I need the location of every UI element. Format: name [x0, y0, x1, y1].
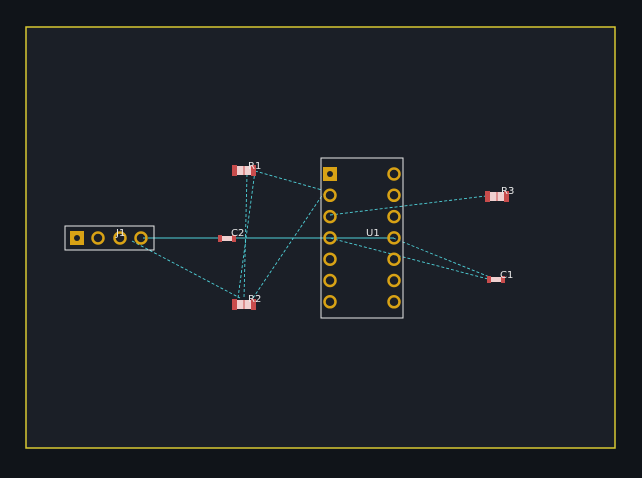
j1-pad-2[interactable] [91, 231, 105, 245]
u1-pad-7[interactable] [323, 295, 337, 309]
u1-silkscreen-outline [320, 157, 404, 319]
component-c2[interactable]: C2 [218, 228, 244, 242]
c1-pad-left[interactable] [487, 276, 491, 283]
r3-pad-right[interactable] [504, 191, 509, 202]
ratsnest-line [254, 170, 323, 191]
c2-ref-label: C2 [231, 228, 244, 239]
component-u1[interactable]: U1 [320, 157, 404, 319]
c2-body [222, 236, 232, 241]
component-j1[interactable]: J1 [64, 225, 155, 251]
r3-ref-label: R3 [501, 186, 514, 197]
u1-pad-3[interactable] [323, 209, 337, 224]
ratsnest-line [329, 195, 487, 216]
component-r3[interactable]: R3 [485, 186, 514, 202]
j1-pad-3[interactable] [113, 231, 127, 245]
u1-pad-1-hole [327, 171, 333, 177]
r1-pad-left[interactable] [232, 165, 237, 176]
u1-pad-14[interactable] [387, 167, 401, 181]
u1-pad-10[interactable] [387, 252, 401, 266]
j1-pad-1-hole [74, 235, 80, 241]
component-c1[interactable]: C1 [487, 270, 513, 283]
j1-ref-label: J1 [115, 228, 125, 239]
ratsnest-line [392, 237, 493, 279]
u1-pad-9[interactable] [387, 273, 401, 288]
component-r2[interactable]: R2 [232, 294, 261, 310]
r1-pad-right[interactable] [251, 165, 256, 176]
r2-pad-right[interactable] [251, 299, 256, 310]
c2-pad-right[interactable] [232, 235, 236, 242]
r2-ref-label: R2 [248, 294, 261, 305]
u1-pad-13[interactable] [387, 188, 401, 203]
c1-body [491, 277, 501, 282]
u1-pad-11[interactable] [387, 231, 401, 245]
c1-pad-right[interactable] [501, 276, 505, 283]
u1-pads-left [323, 188, 337, 309]
r2-pad-left[interactable] [232, 299, 237, 310]
c2-pad-left[interactable] [218, 235, 222, 242]
ratsnest-line [252, 193, 324, 299]
c1-ref-label: C1 [500, 270, 513, 281]
ratsnest-line [243, 173, 248, 299]
j1-silkscreen-outline [64, 225, 155, 251]
u1-pads-right [387, 167, 401, 309]
ratsnest-line [329, 237, 493, 281]
r1-ref-label: R1 [248, 161, 261, 172]
u1-pad-4[interactable] [323, 231, 337, 245]
j1-pad-4[interactable] [134, 231, 148, 245]
u1-pad-12[interactable] [387, 209, 401, 224]
u1-pad-5[interactable] [323, 252, 337, 266]
r3-pad-left[interactable] [485, 191, 490, 202]
u1-pad-8[interactable] [387, 295, 401, 309]
u1-pad-6[interactable] [323, 273, 337, 288]
component-r1[interactable]: R1 [232, 161, 261, 176]
u1-ref-label: U1 [366, 228, 380, 239]
u1-pad-2[interactable] [323, 188, 337, 203]
ratsnest-line [237, 170, 256, 299]
